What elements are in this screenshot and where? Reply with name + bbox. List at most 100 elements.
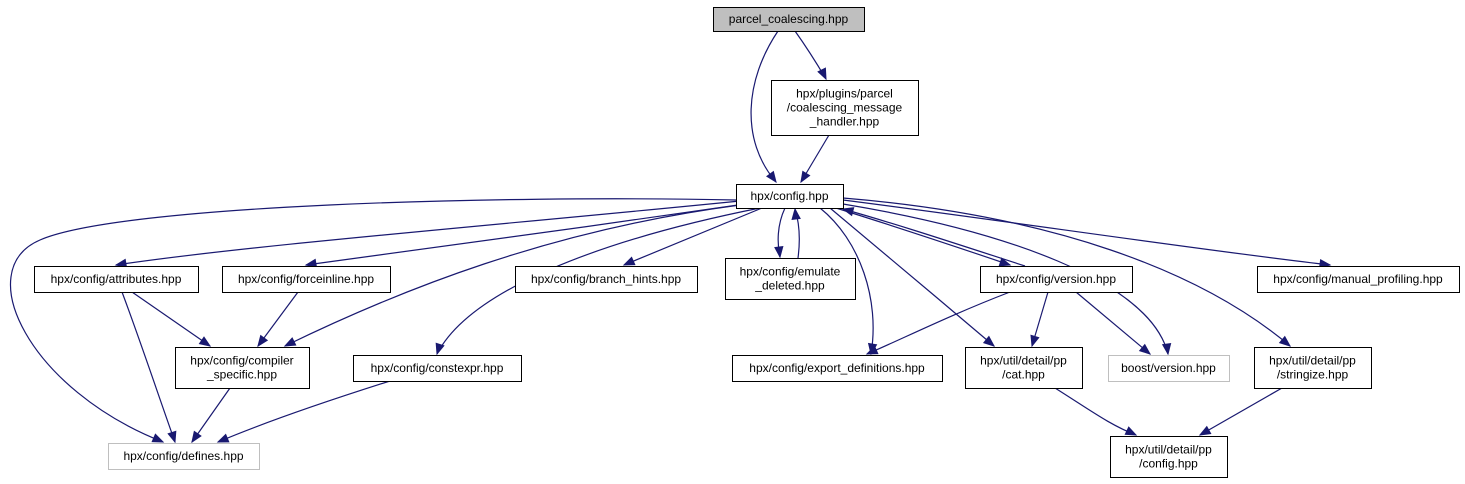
edge-line (829, 207, 995, 347)
node-label: _deleted.hpp (754, 279, 825, 293)
node-config[interactable]: hpx/config.hpp (736, 184, 844, 209)
edge-line (10, 198, 737, 443)
arrowhead (191, 430, 202, 444)
edge-version-to-boost_version (1075, 291, 1152, 355)
node-manual_profiling[interactable]: hpx/config/manual_profiling.hpp (1257, 266, 1460, 293)
node-box[interactable] (1257, 266, 1460, 293)
node-label: hpx/util/detail/pp (1125, 443, 1212, 457)
edge-parcel_coalescing-to-config (750, 30, 779, 184)
arrowhead (151, 433, 165, 443)
node-defines[interactable]: hpx/config/defines.hpp (108, 443, 260, 470)
node-box[interactable] (1110, 436, 1228, 478)
node-branch_hints[interactable]: hpx/config/branch_hints.hpp (515, 266, 698, 293)
node-box[interactable] (980, 266, 1133, 293)
arrowhead (982, 335, 996, 347)
node-box[interactable] (736, 184, 844, 209)
edge-config-to-pp_cat (829, 207, 996, 347)
edge-line (750, 30, 779, 183)
node-box[interactable] (222, 266, 391, 293)
edge-line (1054, 387, 1137, 436)
node-pp_config[interactable]: hpx/util/detail/pp/config.hpp (1110, 436, 1228, 478)
edge-line (305, 203, 746, 266)
edge-attributes-to-defines (121, 291, 177, 444)
arrowhead (800, 170, 811, 184)
node-label: hpx/config/export_definitions.hpp (749, 361, 925, 375)
arrowhead (865, 345, 879, 355)
node-box[interactable] (515, 266, 698, 293)
edge-line (842, 199, 1331, 266)
node-label: hpx/util/detail/pp (1269, 354, 1356, 368)
arrowhead (791, 207, 801, 220)
node-export_definitions[interactable]: hpx/config/export_definitions.hpp (732, 355, 943, 382)
node-emulate_deleted[interactable]: hpx/config/emulate_deleted.hpp (725, 258, 856, 300)
edge-line (623, 207, 763, 266)
node-label: /stringize.hpp (1277, 368, 1349, 382)
node-label: hpx/config/branch_hints.hpp (531, 272, 681, 286)
node-label: hpx/plugins/parcel (796, 87, 893, 101)
edge-constexpr-to-defines (216, 380, 391, 443)
edge-pp_cat-to-pp_config (1054, 387, 1138, 436)
edge-config-to-attributes (114, 200, 741, 268)
node-box[interactable] (353, 355, 522, 382)
edge-line (842, 203, 1169, 355)
arrowhead (841, 207, 855, 217)
node-box[interactable] (732, 355, 943, 382)
node-attributes[interactable]: hpx/config/attributes.hpp (34, 266, 199, 293)
arrowhead (766, 170, 777, 184)
arrowhead (216, 433, 230, 443)
node-box[interactable] (108, 443, 260, 470)
node-label: hpx/config.hpp (750, 189, 828, 203)
edge-line (121, 291, 176, 443)
node-label: hpx/config/emulate (740, 265, 841, 279)
node-box[interactable] (725, 258, 856, 300)
node-box[interactable] (1108, 355, 1230, 382)
edge-line (191, 387, 231, 443)
node-box[interactable] (1254, 347, 1372, 389)
node-parcel_coalescing[interactable]: parcel_coalescing.hpp (713, 7, 865, 32)
arrowhead (998, 257, 1012, 267)
edge-line (842, 208, 1026, 267)
arrowhead (1198, 425, 1212, 436)
edge-pp_stringize-to-pp_config (1198, 387, 1283, 436)
node-label: boost/version.hpp (1121, 361, 1216, 375)
edge-line (217, 380, 391, 443)
node-label: hpx/config/version.hpp (996, 272, 1116, 286)
node-box[interactable] (965, 347, 1083, 389)
node-box[interactable] (34, 266, 199, 293)
node-label: hpx/config/manual_profiling.hpp (1273, 272, 1443, 286)
arrowhead (283, 337, 297, 347)
node-constexpr[interactable]: hpx/config/constexpr.hpp (353, 355, 522, 382)
edge-attributes-to-compiler_specific (131, 291, 212, 347)
node-label: hpx/config/forceinline.hpp (238, 272, 374, 286)
node-pp_stringize[interactable]: hpx/util/detail/pp/stringize.hpp (1254, 347, 1372, 389)
node-pp_cat[interactable]: hpx/util/detail/pp/cat.hpp (965, 347, 1083, 389)
node-box[interactable] (713, 7, 865, 32)
node-version[interactable]: hpx/config/version.hpp (980, 266, 1133, 293)
node-box[interactable] (175, 347, 310, 389)
node-forceinline[interactable]: hpx/config/forceinline.hpp (222, 266, 391, 293)
node-boost_version[interactable]: boost/version.hpp (1108, 355, 1230, 382)
edge-config-to-boost_version (842, 203, 1172, 356)
node-label: hpx/config/constexpr.hpp (371, 361, 504, 375)
arrowhead (435, 342, 445, 356)
edge-compiler_specific-to-defines (191, 387, 231, 444)
node-label: hpx/config/defines.hpp (123, 449, 243, 463)
node-label: hpx/config/attributes.hpp (51, 272, 182, 286)
edge-line (115, 200, 741, 266)
edge-version-to-config (841, 207, 1026, 267)
edge-line (257, 291, 299, 347)
edge-config-to-branch_hints (622, 207, 763, 266)
edge-line (1075, 291, 1151, 355)
edge-emulate_deleted-to-config (791, 207, 801, 259)
nodes-layer: parcel_coalescing.hpphpx/plugins/parcel/… (34, 7, 1460, 478)
edge-version-to-pp_cat (1030, 291, 1049, 348)
edge-line (819, 207, 874, 355)
edge-coalescing_handler-to-config (800, 134, 830, 184)
node-box[interactable] (771, 80, 919, 136)
edge-line (866, 291, 1011, 355)
node-label: hpx/config/compiler (190, 354, 293, 368)
node-compiler_specific[interactable]: hpx/config/compiler_specific.hpp (175, 347, 310, 389)
edge-line (835, 207, 1011, 266)
node-coalescing_handler[interactable]: hpx/plugins/parcel/coalescing_message_ha… (771, 80, 919, 136)
